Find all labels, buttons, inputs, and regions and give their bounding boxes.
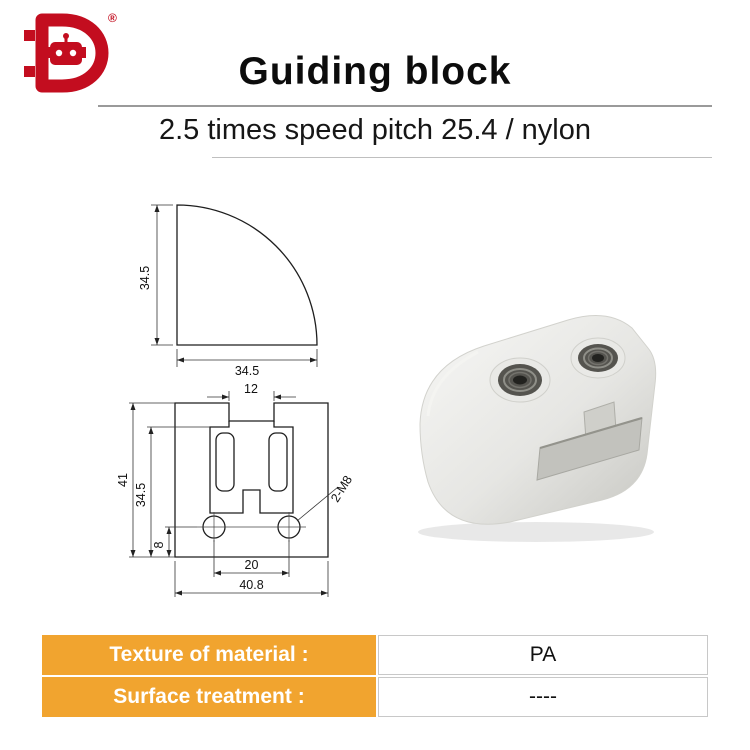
dim-slot-width: 12	[244, 382, 258, 396]
table-row: Surface treatment : ----	[42, 677, 708, 717]
technical-drawing: 34.5 34.5 12 41	[116, 204, 355, 597]
quarter-section-view: 34.5 34.5	[138, 204, 318, 378]
dim-quarter-width: 34.5	[235, 364, 259, 378]
product-photo	[418, 315, 657, 542]
threaded-hole-rear	[570, 337, 626, 379]
page-subtitle: 2.5 times speed pitch 25.4 / nylon	[158, 114, 592, 146]
spec-label-surface: Surface treatment :	[42, 677, 376, 717]
spec-table: Texture of material : PA Surface treatme…	[40, 633, 710, 719]
subtitle-divider	[212, 157, 712, 158]
product-shadow	[418, 522, 654, 542]
page-title: Guiding block	[238, 50, 512, 93]
threaded-hole-front	[489, 357, 551, 403]
dim-hole-height: 8	[152, 541, 166, 548]
dim-hole-spacing: 20	[245, 558, 259, 572]
dim-total-height: 41	[116, 473, 130, 487]
robot-d-logo-icon: ®	[24, 11, 117, 93]
registered-mark: ®	[108, 11, 117, 25]
front-view: 12 41 34.5 8 20 40.8	[116, 382, 355, 597]
dim-total-width: 40.8	[239, 578, 263, 592]
dim-upper-height: 34.5	[134, 483, 148, 507]
thread-callout: 2-M8	[328, 473, 355, 505]
spec-label-material: Texture of material :	[42, 635, 376, 675]
dim-quarter-height: 34.5	[138, 266, 152, 290]
spec-value-surface: ----	[378, 677, 708, 717]
table-row: Texture of material : PA	[42, 635, 708, 675]
title-divider	[98, 105, 712, 107]
spec-value-material: PA	[378, 635, 708, 675]
brand-logo: ®	[8, 6, 120, 106]
